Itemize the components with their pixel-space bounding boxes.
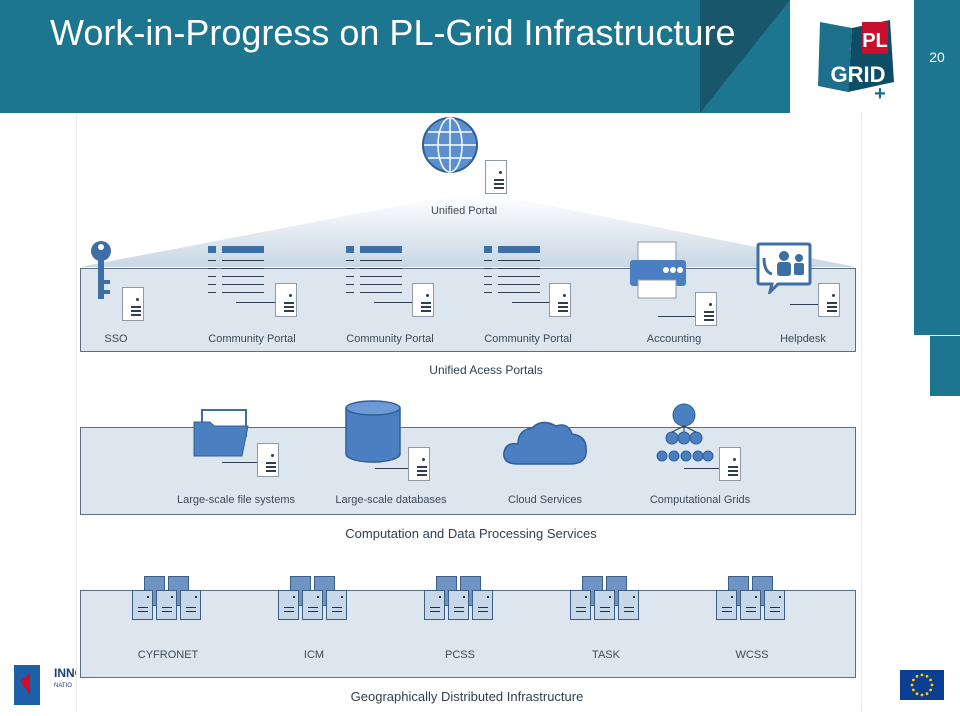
connector-line (684, 468, 724, 469)
left-logo-text-2: NATIO (54, 683, 72, 689)
access-portals-panel (80, 268, 856, 352)
slide-title: Work-in-Progress on PL-Grid Infrastructu… (50, 12, 736, 53)
server-cluster-icon (278, 576, 348, 624)
connector-line (374, 302, 414, 303)
access-item-label: Helpdesk (780, 333, 826, 345)
access-item-label: Community Portal (346, 333, 434, 345)
folder-icon (193, 409, 249, 457)
page-number: 20 (914, 0, 960, 113)
cloud-icon (503, 421, 587, 465)
logo-plus: + (874, 83, 886, 105)
header-fold (700, 0, 790, 113)
innovative-economy-logo: INNO NATIO (0, 655, 84, 711)
site-label: TASK (592, 649, 620, 661)
accounting-server-icon (695, 292, 717, 326)
plgrid-logo: PL GRID + (790, 0, 914, 113)
support-icon (756, 242, 812, 294)
site-label: WCSS (735, 649, 769, 661)
left-logo-text-1: INNO (54, 666, 76, 680)
connector-line (790, 304, 820, 305)
services-layer-title: Computation and Data Processing Services (345, 526, 597, 541)
logo-text-top: PL (862, 30, 888, 52)
grid-server-icon (719, 447, 741, 481)
access-layer-title: Unified Acess Portals (429, 363, 543, 377)
connector-line (512, 302, 552, 303)
service-item-label: Large-scale file systems (177, 494, 295, 506)
server-cluster-icon (570, 576, 640, 624)
service-item-label: Cloud Services (508, 494, 582, 506)
site-label: PCSS (445, 649, 475, 661)
portal-server-icon (412, 283, 434, 317)
sso-server-icon (122, 287, 144, 321)
server-cluster-icon (132, 576, 202, 624)
globe-icon (422, 117, 478, 173)
service-item-label: Computational Grids (649, 494, 751, 506)
portal-server-icon (549, 283, 571, 317)
access-item-label: Community Portal (484, 333, 572, 345)
server-cluster-icon (424, 576, 494, 624)
hierarchy-icon (656, 403, 714, 462)
portal-server-icon (275, 283, 297, 317)
document-icon (346, 246, 406, 306)
connector-line (236, 302, 276, 303)
document-icon (208, 246, 268, 306)
right-decor-strip (914, 113, 960, 335)
access-item-label: Community Portal (208, 333, 296, 345)
infrastructure-layer-title: Geographically Distributed Infrastructur… (350, 689, 584, 704)
plgrid-logo-icon (818, 20, 894, 92)
site-label: ICM (303, 649, 325, 661)
connector-line (222, 462, 262, 463)
printer-icon (630, 241, 686, 299)
document-icon (484, 246, 544, 306)
server-cluster-icon (716, 576, 786, 624)
helpdesk-server-icon (818, 283, 840, 317)
files-server-icon (257, 443, 279, 477)
connector-line (375, 468, 415, 469)
site-label: CYFRONET (137, 649, 199, 661)
database-icon (345, 400, 401, 463)
eu-flag-icon (900, 670, 944, 700)
key-icon (91, 241, 111, 299)
portal-server-icon (485, 160, 507, 194)
database-server-icon (408, 447, 430, 481)
access-item-label: SSO (104, 333, 128, 345)
service-item-label: Large-scale databases (335, 494, 447, 506)
logo-text-bottom: GRID (831, 62, 886, 87)
access-item-label: Accounting (646, 333, 702, 345)
unified-portal-label: Unified Portal (430, 205, 498, 217)
right-decor-strip-lower (930, 336, 960, 396)
connector-line (658, 316, 698, 317)
